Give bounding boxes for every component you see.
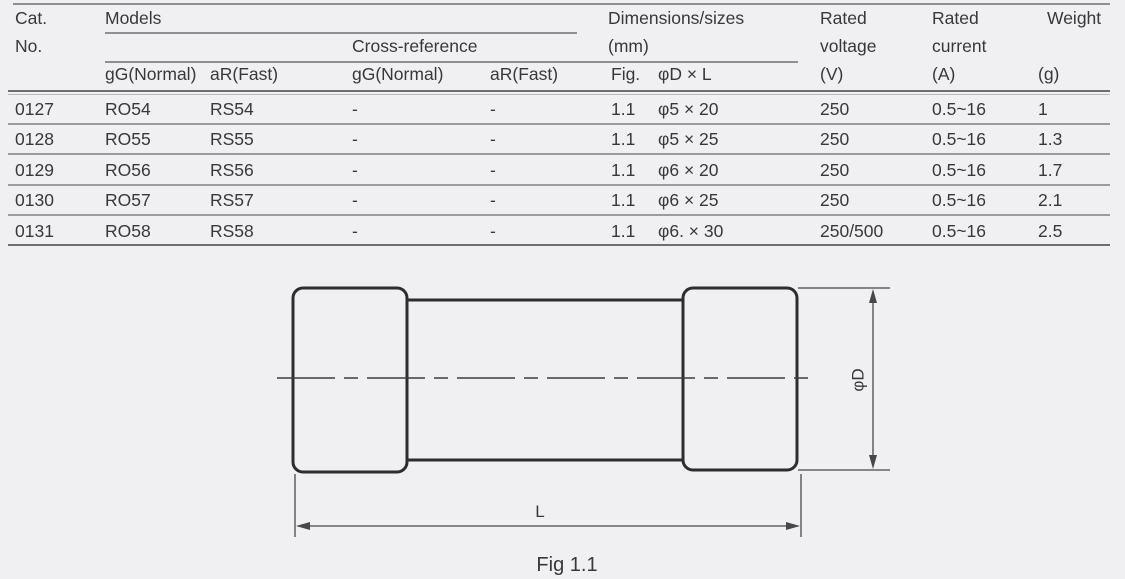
subheader-gg-normal-models: gG(Normal) [105, 64, 197, 84]
diameter-arrow-down-icon [869, 455, 877, 469]
cell-xref-gg: - [352, 99, 358, 119]
cell-cat-no: 0127 [15, 99, 54, 119]
cell-current: 0.5~16 [932, 99, 987, 119]
row-separator-3 [8, 184, 1110, 186]
subheader-fig: Fig. [611, 64, 641, 84]
cell-xref-ar: - [490, 190, 496, 210]
cell-weight: 1 [1038, 99, 1048, 119]
cell-d-x-l: φ5 × 20 [658, 99, 719, 119]
header-dimensions: Dimensions/sizes [608, 8, 745, 28]
subheader-gg-normal-xref: gG(Normal) [352, 64, 444, 84]
cell-fig: 1.1 [611, 160, 636, 180]
cell-voltage: 250 [820, 129, 850, 149]
cell-current: 0.5~16 [932, 190, 987, 210]
subheader-ar-fast-xref: aR(Fast) [490, 64, 559, 84]
cell-fig: 1.1 [611, 129, 636, 149]
cell-d-x-l: φ5 × 25 [658, 129, 719, 149]
cell-voltage: 250 [820, 99, 850, 119]
header-rated-current-1: Rated [932, 8, 979, 28]
cell-model-ar: RS54 [210, 99, 254, 119]
cell-current: 0.5~16 [932, 129, 987, 149]
table-bottom-rule [8, 244, 1110, 246]
cell-model-ar: RS58 [210, 221, 254, 241]
table-top-rule [13, 3, 1110, 5]
header-no: No. [15, 36, 43, 56]
cell-model-gg: RO56 [105, 160, 151, 180]
cell-model-ar: RS55 [210, 129, 254, 149]
cell-xref-gg: - [352, 221, 358, 241]
subheader-weight-unit: (g) [1038, 64, 1060, 84]
row-separator-1 [8, 123, 1110, 125]
subheader-volt-unit: (V) [820, 64, 844, 84]
cell-xref-gg: - [352, 190, 358, 210]
cell-xref-ar: - [490, 160, 496, 180]
figure-caption: Fig 1.1 [536, 554, 597, 576]
crossref-mm-group-rule [105, 61, 798, 63]
diameter-arrow-up-icon [869, 289, 877, 303]
models-group-rule [105, 32, 577, 34]
length-arrow-right-icon [786, 522, 800, 530]
cell-cat-no: 0129 [15, 160, 54, 180]
cell-fig: 1.1 [611, 99, 636, 119]
fuse-left-cap [291, 286, 409, 474]
cell-d-x-l: φ6 × 25 [658, 190, 719, 210]
header-cross-reference: Cross-reference [352, 36, 478, 56]
cell-fig: 1.1 [611, 221, 636, 241]
cell-current: 0.5~16 [932, 160, 987, 180]
cell-cat-no: 0131 [15, 221, 54, 241]
header-bottom-rule [8, 90, 1110, 92]
cell-voltage: 250 [820, 190, 850, 210]
cell-weight: 2.5 [1038, 221, 1063, 241]
cell-xref-ar: - [490, 129, 496, 149]
cell-voltage: 250/500 [820, 221, 884, 241]
cell-weight: 2.1 [1038, 190, 1063, 210]
cell-xref-ar: - [490, 221, 496, 241]
length-dimension-label: L [535, 502, 544, 521]
cell-model-gg: RO55 [105, 129, 151, 149]
cell-model-gg: RO58 [105, 221, 151, 241]
cell-d-x-l: φ6 × 20 [658, 160, 719, 180]
cell-voltage: 250 [820, 160, 850, 180]
cell-weight: 1.7 [1038, 160, 1063, 180]
length-arrow-left-icon [296, 522, 310, 530]
row-separator-2 [8, 153, 1110, 155]
header-bottom-rule-shadow [8, 94, 1110, 95]
subheader-ar-fast-models: aR(Fast) [210, 64, 279, 84]
cell-d-x-l: φ6. × 30 [658, 221, 724, 241]
header-models: Models [105, 8, 162, 28]
subheader-curr-unit: (A) [932, 64, 956, 84]
cell-model-ar: RS57 [210, 190, 254, 210]
cell-xref-gg: - [352, 129, 358, 149]
row-separator-4 [8, 214, 1110, 216]
cell-model-gg: RO57 [105, 190, 151, 210]
cell-cat-no: 0130 [15, 190, 54, 210]
cell-model-ar: RS56 [210, 160, 254, 180]
header-weight: Weight [1047, 8, 1102, 28]
header-rated-voltage-1: Rated [820, 8, 867, 28]
diameter-dimension-label: φD [848, 368, 867, 391]
cell-xref-ar: - [490, 99, 496, 119]
cell-xref-gg: - [352, 160, 358, 180]
subheader-d-x-l: φD × L [658, 64, 712, 84]
cell-weight: 1.3 [1038, 129, 1063, 149]
header-rated-voltage-2: voltage [820, 36, 877, 56]
cell-cat-no: 0128 [15, 129, 54, 149]
cell-model-gg: RO54 [105, 99, 151, 119]
fuse-right-cap [681, 286, 799, 472]
header-rated-current-2: current [932, 36, 987, 56]
cell-fig: 1.1 [611, 190, 636, 210]
header-dimensions-unit: (mm) [608, 36, 649, 56]
cell-current: 0.5~16 [932, 221, 987, 241]
header-cat: Cat. [15, 8, 48, 28]
